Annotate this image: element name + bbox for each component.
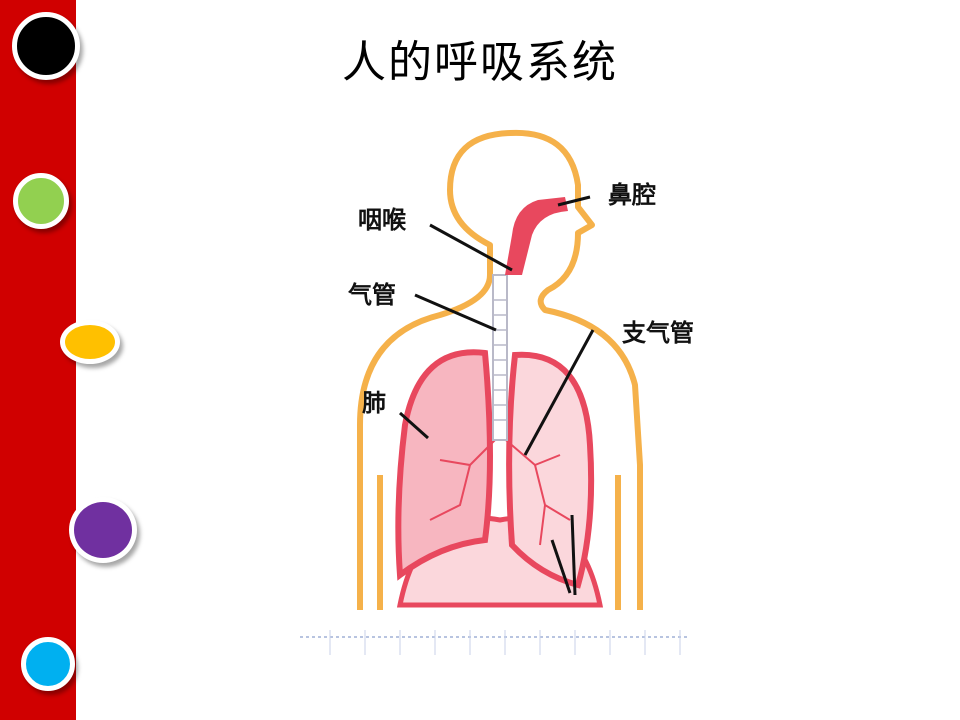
bronchial-tree <box>429 434 571 546</box>
cyan-dot <box>21 637 75 691</box>
nasal-pharynx <box>505 197 568 275</box>
trachea-rings <box>493 299 507 421</box>
respiratory-system-diagram <box>300 125 700 660</box>
baseline-ticks <box>329 630 681 655</box>
label-pharynx: 咽喉 <box>358 205 406 234</box>
right-lung <box>506 351 595 589</box>
body-outline <box>357 129 643 610</box>
purple-dot <box>69 497 137 563</box>
left-lung <box>395 349 493 581</box>
black-dot <box>12 12 80 80</box>
label-bronchi: 支气管 <box>622 318 694 347</box>
respiratory-illustration <box>300 129 690 655</box>
left-red-sidebar <box>0 0 76 720</box>
label-lung: 肺 <box>362 388 386 417</box>
page-title: 人的呼吸系统 <box>342 37 618 88</box>
label-trachea: 气管 <box>348 280 396 309</box>
trachea-tube <box>492 274 508 441</box>
green-dot <box>13 173 69 229</box>
yellow-dot <box>60 320 120 364</box>
pointer-lines <box>399 195 595 596</box>
label-nasal-cavity: 鼻腔 <box>608 180 656 209</box>
